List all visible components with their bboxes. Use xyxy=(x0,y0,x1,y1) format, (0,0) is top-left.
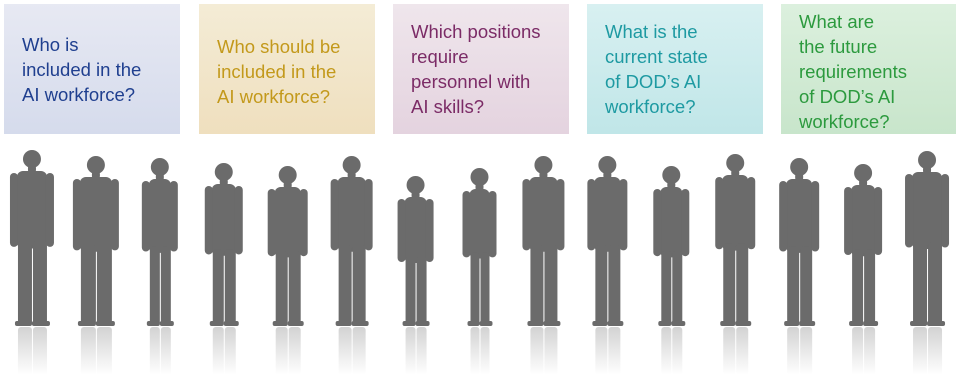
person-reflection xyxy=(852,327,876,375)
person-reflection xyxy=(470,327,490,375)
person-reflection xyxy=(149,327,171,375)
person-reflection xyxy=(17,327,47,375)
person-silhouette xyxy=(779,158,820,326)
question-box-who-should-be-included: Who should be included in the AI workfor… xyxy=(199,4,375,134)
person-silhouette xyxy=(587,156,628,326)
person-silhouette xyxy=(141,158,178,326)
person-reflection xyxy=(405,327,427,375)
question-box-future-requirements: What are the future requirements of DOD’… xyxy=(781,4,956,134)
person-silhouette xyxy=(397,176,434,326)
person-silhouette xyxy=(267,166,308,326)
person-silhouette xyxy=(204,163,243,326)
crowd-silhouettes-illustration xyxy=(9,150,950,375)
person-silhouette xyxy=(844,164,883,326)
person-silhouette xyxy=(462,168,497,326)
person-reflection xyxy=(212,327,236,375)
question-box-positions-requiring-ai-skills: Which positions require personnel with A… xyxy=(393,4,569,134)
person-silhouette xyxy=(715,154,756,326)
person-reflection xyxy=(913,327,943,375)
question-text: Which positions require personnel with A… xyxy=(411,21,541,117)
person-reflection xyxy=(723,327,749,375)
question-text: What is the current state of DOD’s AI wo… xyxy=(605,21,708,117)
person-reflection xyxy=(338,327,366,375)
question-text: Who should be included in the AI workfor… xyxy=(217,36,341,107)
person-reflection xyxy=(595,327,621,375)
person-silhouette xyxy=(653,166,690,326)
person-silhouette xyxy=(72,156,119,326)
question-box-current-state: What is the current state of DOD’s AI wo… xyxy=(587,4,763,134)
person-reflection xyxy=(530,327,558,375)
question-box-ai-workforce-inclusion: Who is included in the AI workforce? xyxy=(4,4,180,134)
question-text: What are the future requirements of DOD’… xyxy=(799,11,907,132)
person-silhouette xyxy=(9,150,54,326)
person-silhouette xyxy=(905,151,950,326)
person-silhouette xyxy=(522,156,565,326)
person-reflection xyxy=(661,327,683,375)
person-silhouette xyxy=(330,156,373,326)
person-reflection xyxy=(80,327,112,375)
question-text: Who is included in the AI workforce? xyxy=(22,34,142,105)
person-reflection xyxy=(275,327,301,375)
person-reflection xyxy=(787,327,813,375)
